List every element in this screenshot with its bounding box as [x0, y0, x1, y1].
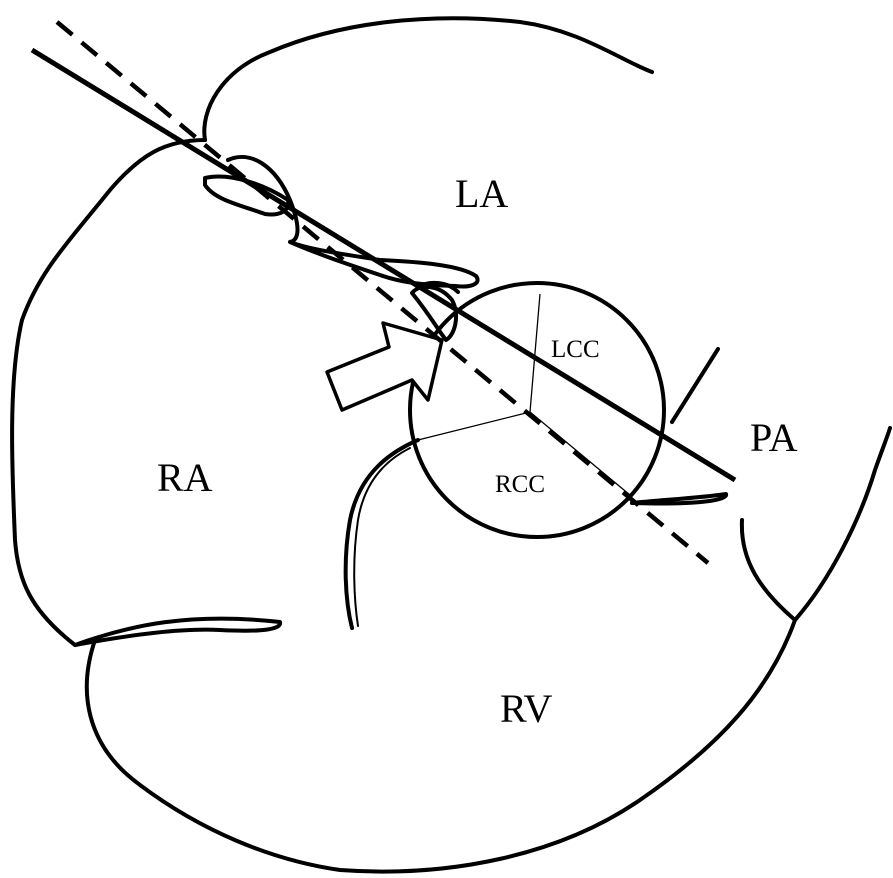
tricuspid-annulus: [75, 619, 280, 645]
left-atrium-wall: [204, 18, 652, 140]
pulmonary-outflow-tick: [672, 349, 718, 422]
label-ra: RA: [157, 455, 213, 500]
pulmonary-artery-wall-right: [795, 428, 890, 620]
label-lcc: LCC: [551, 336, 600, 363]
pointing-arrow: [327, 323, 442, 410]
pulmonary-valve-leaflet: [632, 494, 726, 503]
aortic-root: [410, 283, 664, 537]
right-ventricle-wall: [87, 620, 795, 872]
right-atrium-wall: [12, 140, 205, 645]
solid-plane-line: [32, 50, 735, 480]
label-rcc: RCC: [495, 471, 545, 498]
catheter-inner: [354, 448, 410, 626]
dashed-plane-line: [57, 22, 708, 563]
pulmonary-artery-wall-left: [742, 520, 795, 620]
commissure-left: [418, 412, 530, 440]
label-la: LA: [455, 171, 508, 216]
label-rv: RV: [500, 686, 552, 731]
label-pa: PA: [750, 415, 798, 460]
